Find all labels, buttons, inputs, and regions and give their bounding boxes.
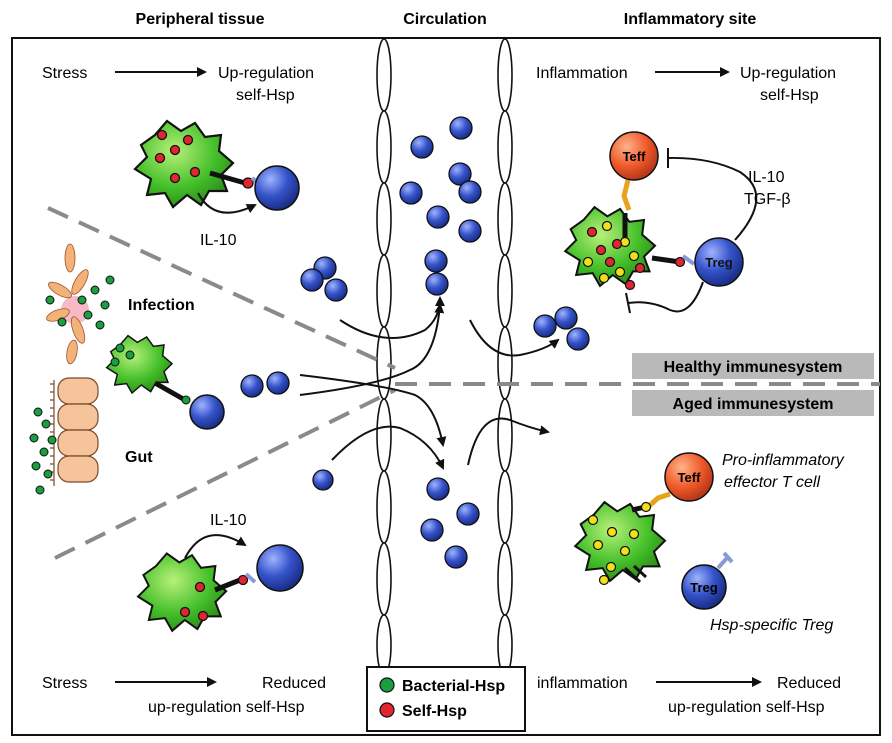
treg-cell-bottom-left xyxy=(256,544,304,592)
header-peripheral: Peripheral tissue xyxy=(136,11,265,28)
teff-receptor-top xyxy=(621,179,632,211)
stress-top-label: Stress xyxy=(42,65,87,82)
flow-arrows xyxy=(299,296,560,470)
legend-self-swatch xyxy=(379,702,395,718)
treg-cell-top-left xyxy=(254,165,300,211)
treg-cell-bottom-right xyxy=(681,564,727,610)
inflammation-bottom-label: inflammation xyxy=(537,675,628,692)
il10-top-arrow xyxy=(197,192,257,214)
apc-infection xyxy=(105,334,191,405)
reduced-bottom-left: Reduced xyxy=(262,675,326,692)
apc-top-right xyxy=(564,206,696,291)
teff-label-bottom: Teff xyxy=(678,470,702,485)
migrating-t-cells xyxy=(240,116,590,569)
legend-bacterial-swatch xyxy=(379,677,395,693)
bacteria-icon xyxy=(46,243,89,365)
vessel-wall-right xyxy=(497,38,513,676)
inflammation-top-label: Inflammation xyxy=(536,65,628,82)
teff-receptor-bottom xyxy=(646,491,671,509)
treg-cell-top-right xyxy=(694,237,744,287)
apc-bottom-left xyxy=(136,552,257,632)
il10-tgf-label-line2: TGF-β xyxy=(744,191,791,208)
healthy-band xyxy=(632,353,874,379)
legend-bacterial-label: Bacterial-Hsp xyxy=(402,678,505,695)
pro-inflammatory-label-line1: Pro-inflammatory xyxy=(722,452,845,469)
legend-box xyxy=(366,666,526,732)
apc-bottom-right xyxy=(574,501,667,586)
reduced-bottom-right: Reduced xyxy=(777,675,841,692)
treg-label-top: Treg xyxy=(705,255,733,270)
vessel-wall-left xyxy=(376,38,392,676)
healthy-band-label: Healthy immunesystem xyxy=(664,359,843,376)
header-circulation: Circulation xyxy=(403,11,487,28)
teff-cell-bottom xyxy=(664,452,714,502)
gut-epithelium xyxy=(50,377,99,486)
il10-bottom-label: IL-10 xyxy=(210,512,247,529)
upregulation-top-right: Up-regulation xyxy=(740,65,836,82)
dashed-dividers xyxy=(47,206,880,560)
teff-label-top: Teff xyxy=(623,149,647,164)
treg-label-bottom: Treg xyxy=(690,580,718,595)
figure-frame xyxy=(11,37,881,736)
infection-label: Infection xyxy=(128,297,195,314)
upregulation-top-left: Up-regulation xyxy=(218,65,314,82)
teff-cell-top xyxy=(609,131,659,181)
pro-inflammatory-label-line2: effector T cell xyxy=(724,474,820,491)
gut-label: Gut xyxy=(125,449,153,466)
selfhsp-top-right: self-Hsp xyxy=(760,87,819,104)
bacterial-hsp-dots-gut xyxy=(29,407,57,495)
treg-cell-infection xyxy=(189,394,225,430)
il10-tgf-label-line1: IL-10 xyxy=(748,169,785,186)
upregulation-bottom-right: up-regulation self-Hsp xyxy=(668,699,825,716)
bacterial-hsp-dots-infection xyxy=(45,275,115,330)
aged-band-label: Aged immunesystem xyxy=(673,396,834,413)
treg-receptor-bottom xyxy=(716,551,734,570)
suppression-lines xyxy=(625,148,758,314)
upregulation-bottom-left: up-regulation self-Hsp xyxy=(148,699,305,716)
selfhsp-top-left: self-Hsp xyxy=(236,87,295,104)
legend: Bacterial-Hsp Self-Hsp xyxy=(366,666,526,732)
aged-band xyxy=(632,390,874,416)
header-inflammatory: Inflammatory site xyxy=(624,11,757,28)
il10-bottom-arrow xyxy=(184,534,247,559)
stress-bottom-label: Stress xyxy=(42,675,87,692)
il10-top-label: IL-10 xyxy=(200,232,237,249)
hsp-specific-treg-label: Hsp-specific Treg xyxy=(710,617,833,634)
legend-self-label: Self-Hsp xyxy=(402,703,467,720)
